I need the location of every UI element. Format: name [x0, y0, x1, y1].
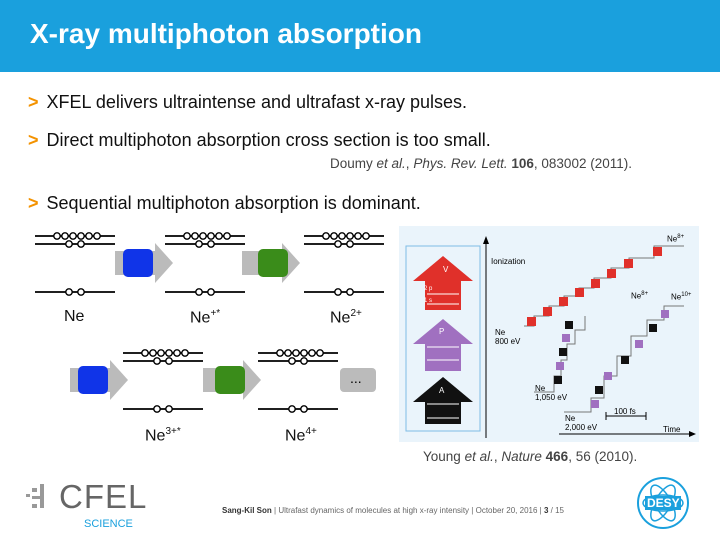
science-text: SCIENCE — [84, 518, 133, 530]
bullet-3: > Sequential multiphoton absorption is do… — [28, 193, 421, 214]
desy-text: DESY — [647, 496, 680, 510]
sequential-absorption-diagram — [34, 231, 385, 414]
label-ne10: Ne10+ — [671, 292, 692, 302]
bullet-marker: > — [28, 92, 39, 112]
axis-label-time: Time — [663, 425, 681, 434]
desy-mark-icon — [637, 477, 689, 529]
bullet-text: Sequential multiphoton absorption is dom… — [46, 193, 421, 213]
legend-2p: 2 p — [424, 286, 433, 292]
label-ne8-mid: Ne8+ — [631, 291, 649, 301]
label-100fs: 100 fs — [614, 407, 636, 416]
ionization-time-plot — [405, 236, 696, 438]
legend-1s: 1 s — [424, 298, 433, 304]
bullet-1: > XFEL delivers ultraintense and ultrafas… — [28, 92, 467, 113]
bullet-marker: > — [28, 130, 39, 150]
legend-p: P — [439, 327, 445, 336]
bullet-text: Direct multiphoton absorption cross sect… — [46, 130, 491, 150]
reference-doumy: Doumy et al., Phys. Rev. Lett. 106, 0830… — [330, 156, 632, 171]
slide-title: X-ray multiphoton absorption — [30, 18, 422, 49]
axis-label-ionization: Ionization — [491, 257, 526, 266]
cfel-text: CFEL — [59, 478, 148, 515]
label-ne: Ne — [64, 308, 85, 325]
label-ne2: Ne2+ — [330, 308, 362, 327]
label-ne4: Ne4+ — [285, 426, 317, 445]
bullet-text: XFEL delivers ultraintense and ultrafast… — [46, 92, 468, 112]
desy-logo: DESY — [636, 476, 690, 535]
legend-a: A — [439, 386, 445, 395]
bullet-2: > Direct multiphoton absorption cross sec… — [28, 130, 491, 151]
label-ne-plus: Ne+* — [190, 308, 221, 327]
cfel-mark-icon — [26, 484, 44, 508]
title-bar — [0, 0, 720, 72]
footer: Sang-Kil Son | Ultrafast dynamics of mol… — [222, 506, 564, 515]
label-ne8-top: Ne8+ — [667, 234, 685, 244]
bullet-marker: > — [28, 193, 39, 213]
label-ne3: Ne3+* — [145, 426, 181, 445]
reference-young: Young et al., Nature 466, 56 (2010). — [423, 449, 638, 464]
ellipsis: ... — [350, 370, 362, 386]
legend-v: V — [443, 265, 449, 274]
cfel-logo: CFEL SCIENCE — [26, 478, 148, 535]
